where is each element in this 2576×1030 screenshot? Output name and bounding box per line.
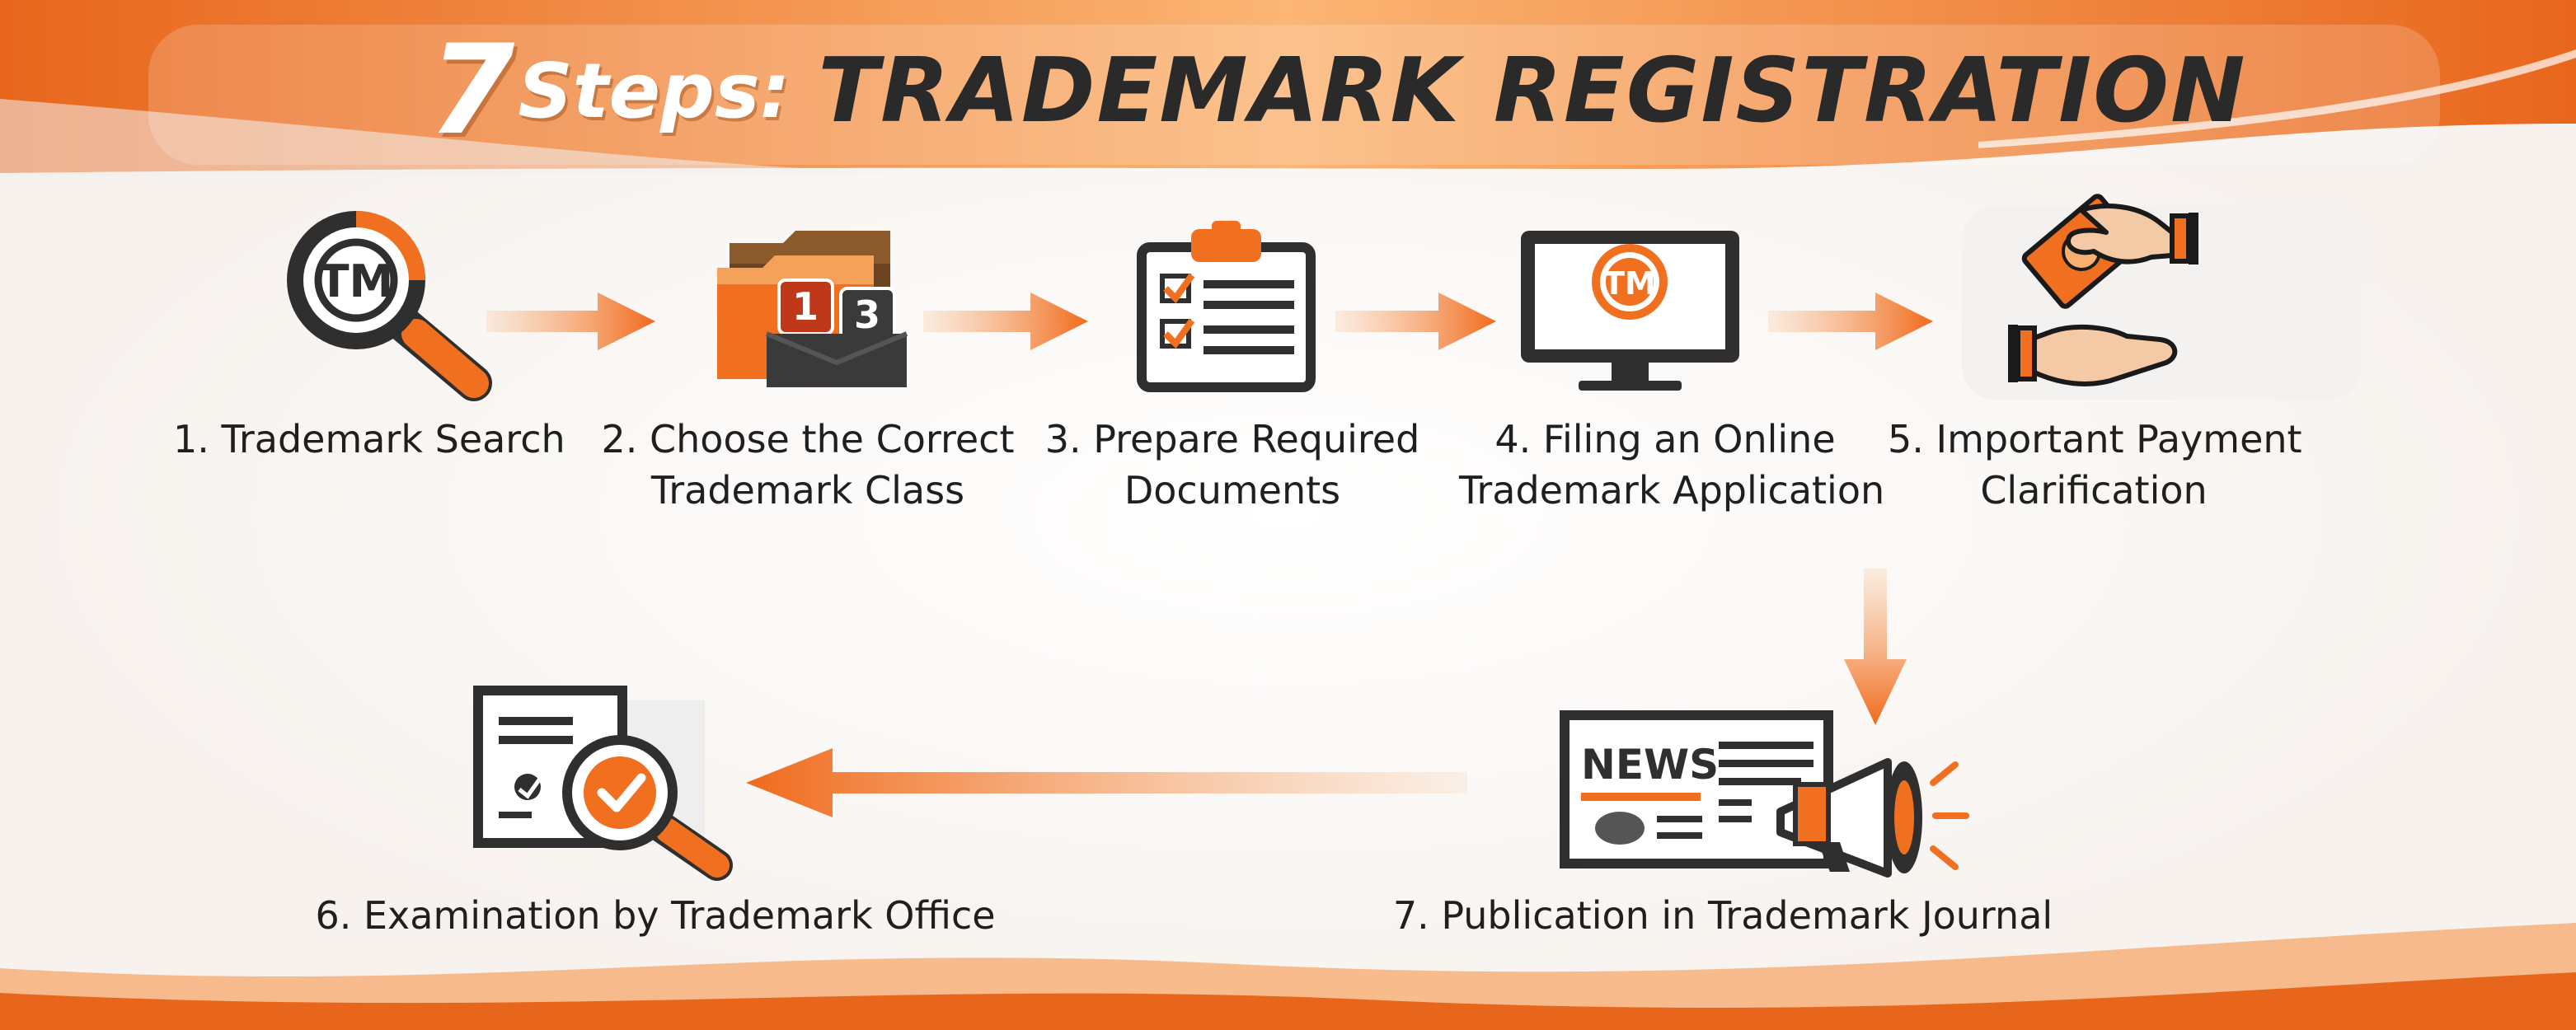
title-number: 7: [429, 19, 514, 162]
arrow-1-2: [486, 293, 655, 350]
payment-hands-icon: [1962, 194, 2362, 400]
flow-arrows: [486, 293, 1933, 817]
arrow-3-4: [1335, 293, 1496, 350]
step-5-label: 5. Important Payment Clarification: [1888, 417, 2302, 513]
arrow-4-5: [1768, 293, 1933, 350]
newspaper-megaphone-icon: NEWS: [1560, 710, 1969, 878]
step-6-label: 6. Examination by Trademark Office: [315, 893, 996, 938]
svg-text:TM: TM: [1603, 265, 1656, 302]
clipboard-checklist-icon: [1137, 221, 1316, 392]
monitor-tm-icon: TM: [1521, 231, 1739, 391]
svg-text:NEWS: NEWS: [1581, 741, 1719, 789]
svg-text:1: 1: [792, 284, 819, 329]
step-1-label: 1. Trademark Search: [173, 417, 565, 461]
arrow-7-6: [746, 748, 1467, 817]
step-2-label: 2. Choose the Correct Trademark Class: [601, 417, 1015, 513]
svg-text:3: 3: [854, 293, 880, 337]
magnifier-tm-icon: TM: [287, 211, 492, 401]
svg-text:TM: TM: [319, 255, 394, 307]
step-7-label: 7. Publication in Trademark Journal: [1392, 893, 2053, 938]
title-main-text: TRADEMARK REGISTRATION: [818, 39, 2247, 143]
step-4-label: 4. Filing an Online Trademark Applicatio…: [1459, 417, 1885, 513]
title-steps-word: Steps:: [518, 46, 791, 135]
document-magnifier-check-icon: [473, 686, 733, 881]
folders-class-icon: 1 3: [717, 231, 908, 387]
arrow-5-7: [1844, 569, 1907, 725]
step-3-label: 3. Prepare Required Documents: [1044, 417, 1420, 513]
page-title: 7 Steps: TRADEMARK REGISTRATION: [429, 19, 2247, 162]
arrow-2-3: [923, 293, 1088, 350]
